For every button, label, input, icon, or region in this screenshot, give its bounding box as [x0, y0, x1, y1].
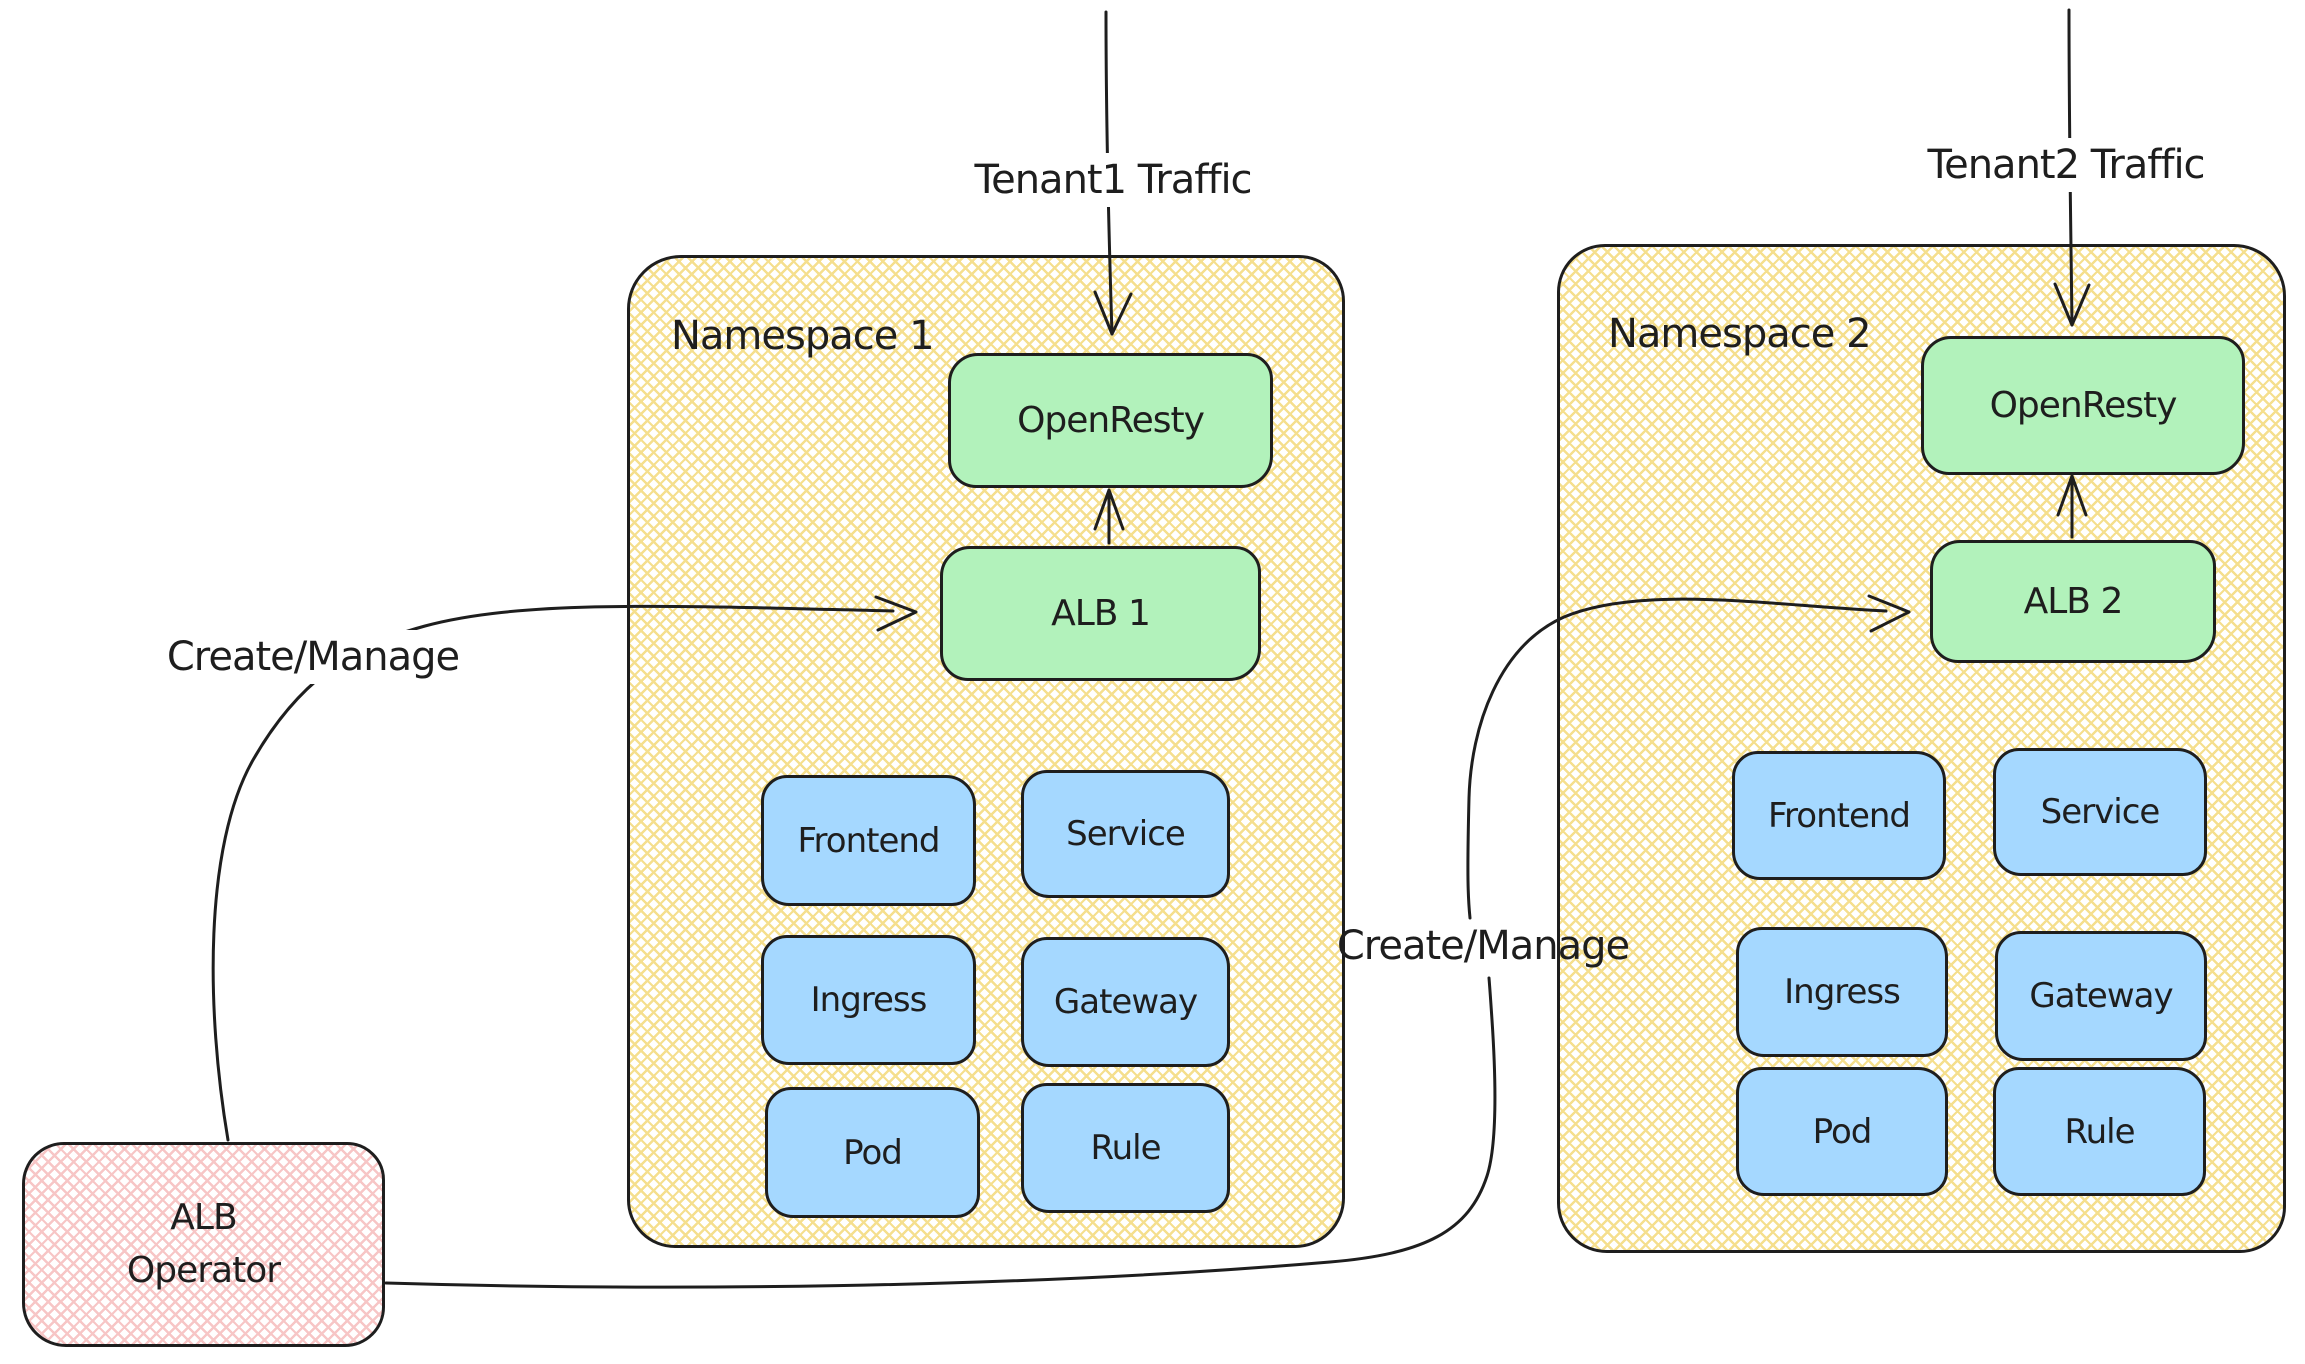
ingress-1-node: Ingress	[761, 935, 976, 1065]
frontend-2-node: Frontend	[1732, 751, 1946, 880]
namespace-1-title: Namespace 1	[671, 313, 935, 359]
alb-operator-label-line1: ALB	[170, 1197, 237, 1239]
alb-operator-node: ALB Operator	[22, 1142, 385, 1347]
service-2-node: Service	[1993, 748, 2207, 876]
namespace-2-box: Namespace 2 OpenResty ALB 2 Frontend Ser…	[1557, 244, 2286, 1253]
pod-1-node: Pod	[765, 1087, 980, 1218]
namespace-2-title: Namespace 2	[1608, 311, 1872, 357]
gateway-1-node: Gateway	[1021, 937, 1230, 1067]
create-manage-right-label: Create/Manage	[1336, 923, 1630, 969]
create-manage-left-label: Create/Manage	[156, 630, 470, 684]
rule-1-node: Rule	[1021, 1083, 1230, 1213]
openresty-2-node: OpenResty	[1921, 336, 2245, 475]
openresty-1-node: OpenResty	[948, 353, 1273, 488]
ingress-2-node: Ingress	[1736, 927, 1948, 1057]
alb-1-node: ALB 1	[940, 546, 1261, 681]
alb-operator-label-line2: Operator	[126, 1249, 281, 1291]
namespace-1-box: Namespace 1 OpenResty ALB 1 Frontend Ser…	[627, 255, 1345, 1248]
gateway-2-node: Gateway	[1995, 931, 2207, 1061]
service-1-node: Service	[1021, 770, 1230, 898]
alb-2-node: ALB 2	[1930, 540, 2216, 663]
pod-2-node: Pod	[1736, 1067, 1948, 1196]
tenant1-traffic-label: Tenant1 Traffic	[964, 153, 1262, 207]
tenant2-traffic-label: Tenant2 Traffic	[1917, 138, 2215, 192]
frontend-1-node: Frontend	[761, 775, 976, 906]
rule-2-node: Rule	[1993, 1067, 2206, 1196]
